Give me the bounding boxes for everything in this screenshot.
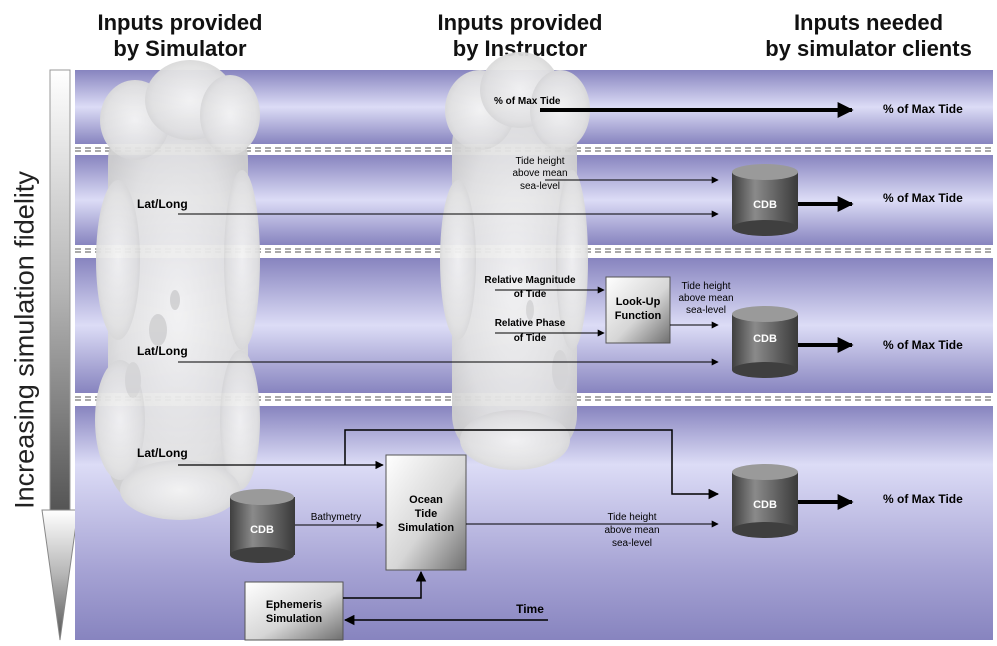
header-clients: Inputs needed by simulator clients xyxy=(740,10,997,62)
row2-tide-line2: above mean xyxy=(512,168,567,179)
fidelity-arrow xyxy=(41,69,79,641)
header-instructor-line1: Inputs provided xyxy=(437,10,603,35)
row4-source-cdb-cylinder xyxy=(230,489,295,563)
lookup-function-box xyxy=(605,276,671,344)
row3-tide-line1: Tide height xyxy=(681,281,730,292)
row3-phase-line1: Relative Phase xyxy=(495,318,566,329)
row4-tide-line1: Tide height xyxy=(607,512,656,523)
ephemeris-to-ocean-arrow xyxy=(343,570,427,599)
row4-tide-line3: sea-level xyxy=(612,538,652,549)
row3-cdb-cylinder xyxy=(732,306,798,378)
header-clients-line2: by simulator clients xyxy=(765,36,972,61)
row1-input-label: % of Max Tide xyxy=(494,96,561,107)
row3-tide-line3: sea-level xyxy=(686,305,726,316)
simulator-cloud xyxy=(95,60,260,520)
ephemeris-line2: Simulation xyxy=(266,613,323,625)
bathymetry-label: Bathymetry xyxy=(311,512,362,523)
row3-magnitude-line1: Relative Magnitude xyxy=(484,275,576,286)
ephemeris-line1: Ephemeris xyxy=(266,599,322,611)
time-label: Time xyxy=(516,602,544,616)
row3-phase-line2: of Tide xyxy=(514,333,547,344)
row4-cdb-label: CDB xyxy=(753,499,777,511)
row4-bypass-line xyxy=(344,429,720,500)
ocean-line2: Tide xyxy=(415,508,437,520)
row2: Tide height above mean sea-level Lat/Lon… xyxy=(137,156,963,236)
row3-tide-line2: above mean xyxy=(678,293,733,304)
header-instructor: Inputs provided by Instructor xyxy=(400,10,640,62)
header-clients-line1: Inputs needed xyxy=(793,10,944,35)
row2-tide-line3: sea-level xyxy=(520,181,560,192)
header-simulator-line1: Inputs provided xyxy=(97,10,263,35)
row4-output-label: % of Max Tide xyxy=(883,492,963,506)
row2-cdb-label: CDB xyxy=(753,199,777,211)
ephemeris-simulation-box xyxy=(244,581,344,641)
row2-tide-line1: Tide height xyxy=(515,156,564,167)
row3-cdb-label: CDB xyxy=(753,333,777,345)
row1: % of Max Tide % of Max Tide xyxy=(494,96,963,118)
row4-tide-line2: above mean xyxy=(604,525,659,536)
row4-source-cdb-label: CDB xyxy=(250,524,274,536)
row3-output-label: % of Max Tide xyxy=(883,338,963,352)
row4: Lat/Long CDB Bathymetry Ocean Tide Simul… xyxy=(137,429,963,641)
header-simulator: Inputs provided by Simulator xyxy=(65,10,295,62)
row2-latlong: Lat/Long xyxy=(137,197,188,211)
lookup-line1: Look-Up xyxy=(616,296,661,308)
row3-latlong: Lat/Long xyxy=(137,344,188,358)
row1-output-label: % of Max Tide xyxy=(883,102,963,116)
ocean-line3: Simulation xyxy=(398,522,455,534)
header-simulator-line2: by Simulator xyxy=(113,36,247,61)
row3: Relative Magnitude of Tide Relative Phas… xyxy=(137,275,963,378)
row2-cdb-cylinder xyxy=(732,164,798,236)
lookup-line2: Function xyxy=(615,310,662,322)
ocean-tide-simulation-box xyxy=(385,454,467,571)
row2-output-label: % of Max Tide xyxy=(883,191,963,205)
row3-magnitude-line2: of Tide xyxy=(514,289,547,300)
instructor-cloud xyxy=(440,52,590,470)
ocean-line1: Ocean xyxy=(409,494,443,506)
row4-latlong: Lat/Long xyxy=(137,446,188,460)
row4-cdb-cylinder xyxy=(732,464,798,538)
